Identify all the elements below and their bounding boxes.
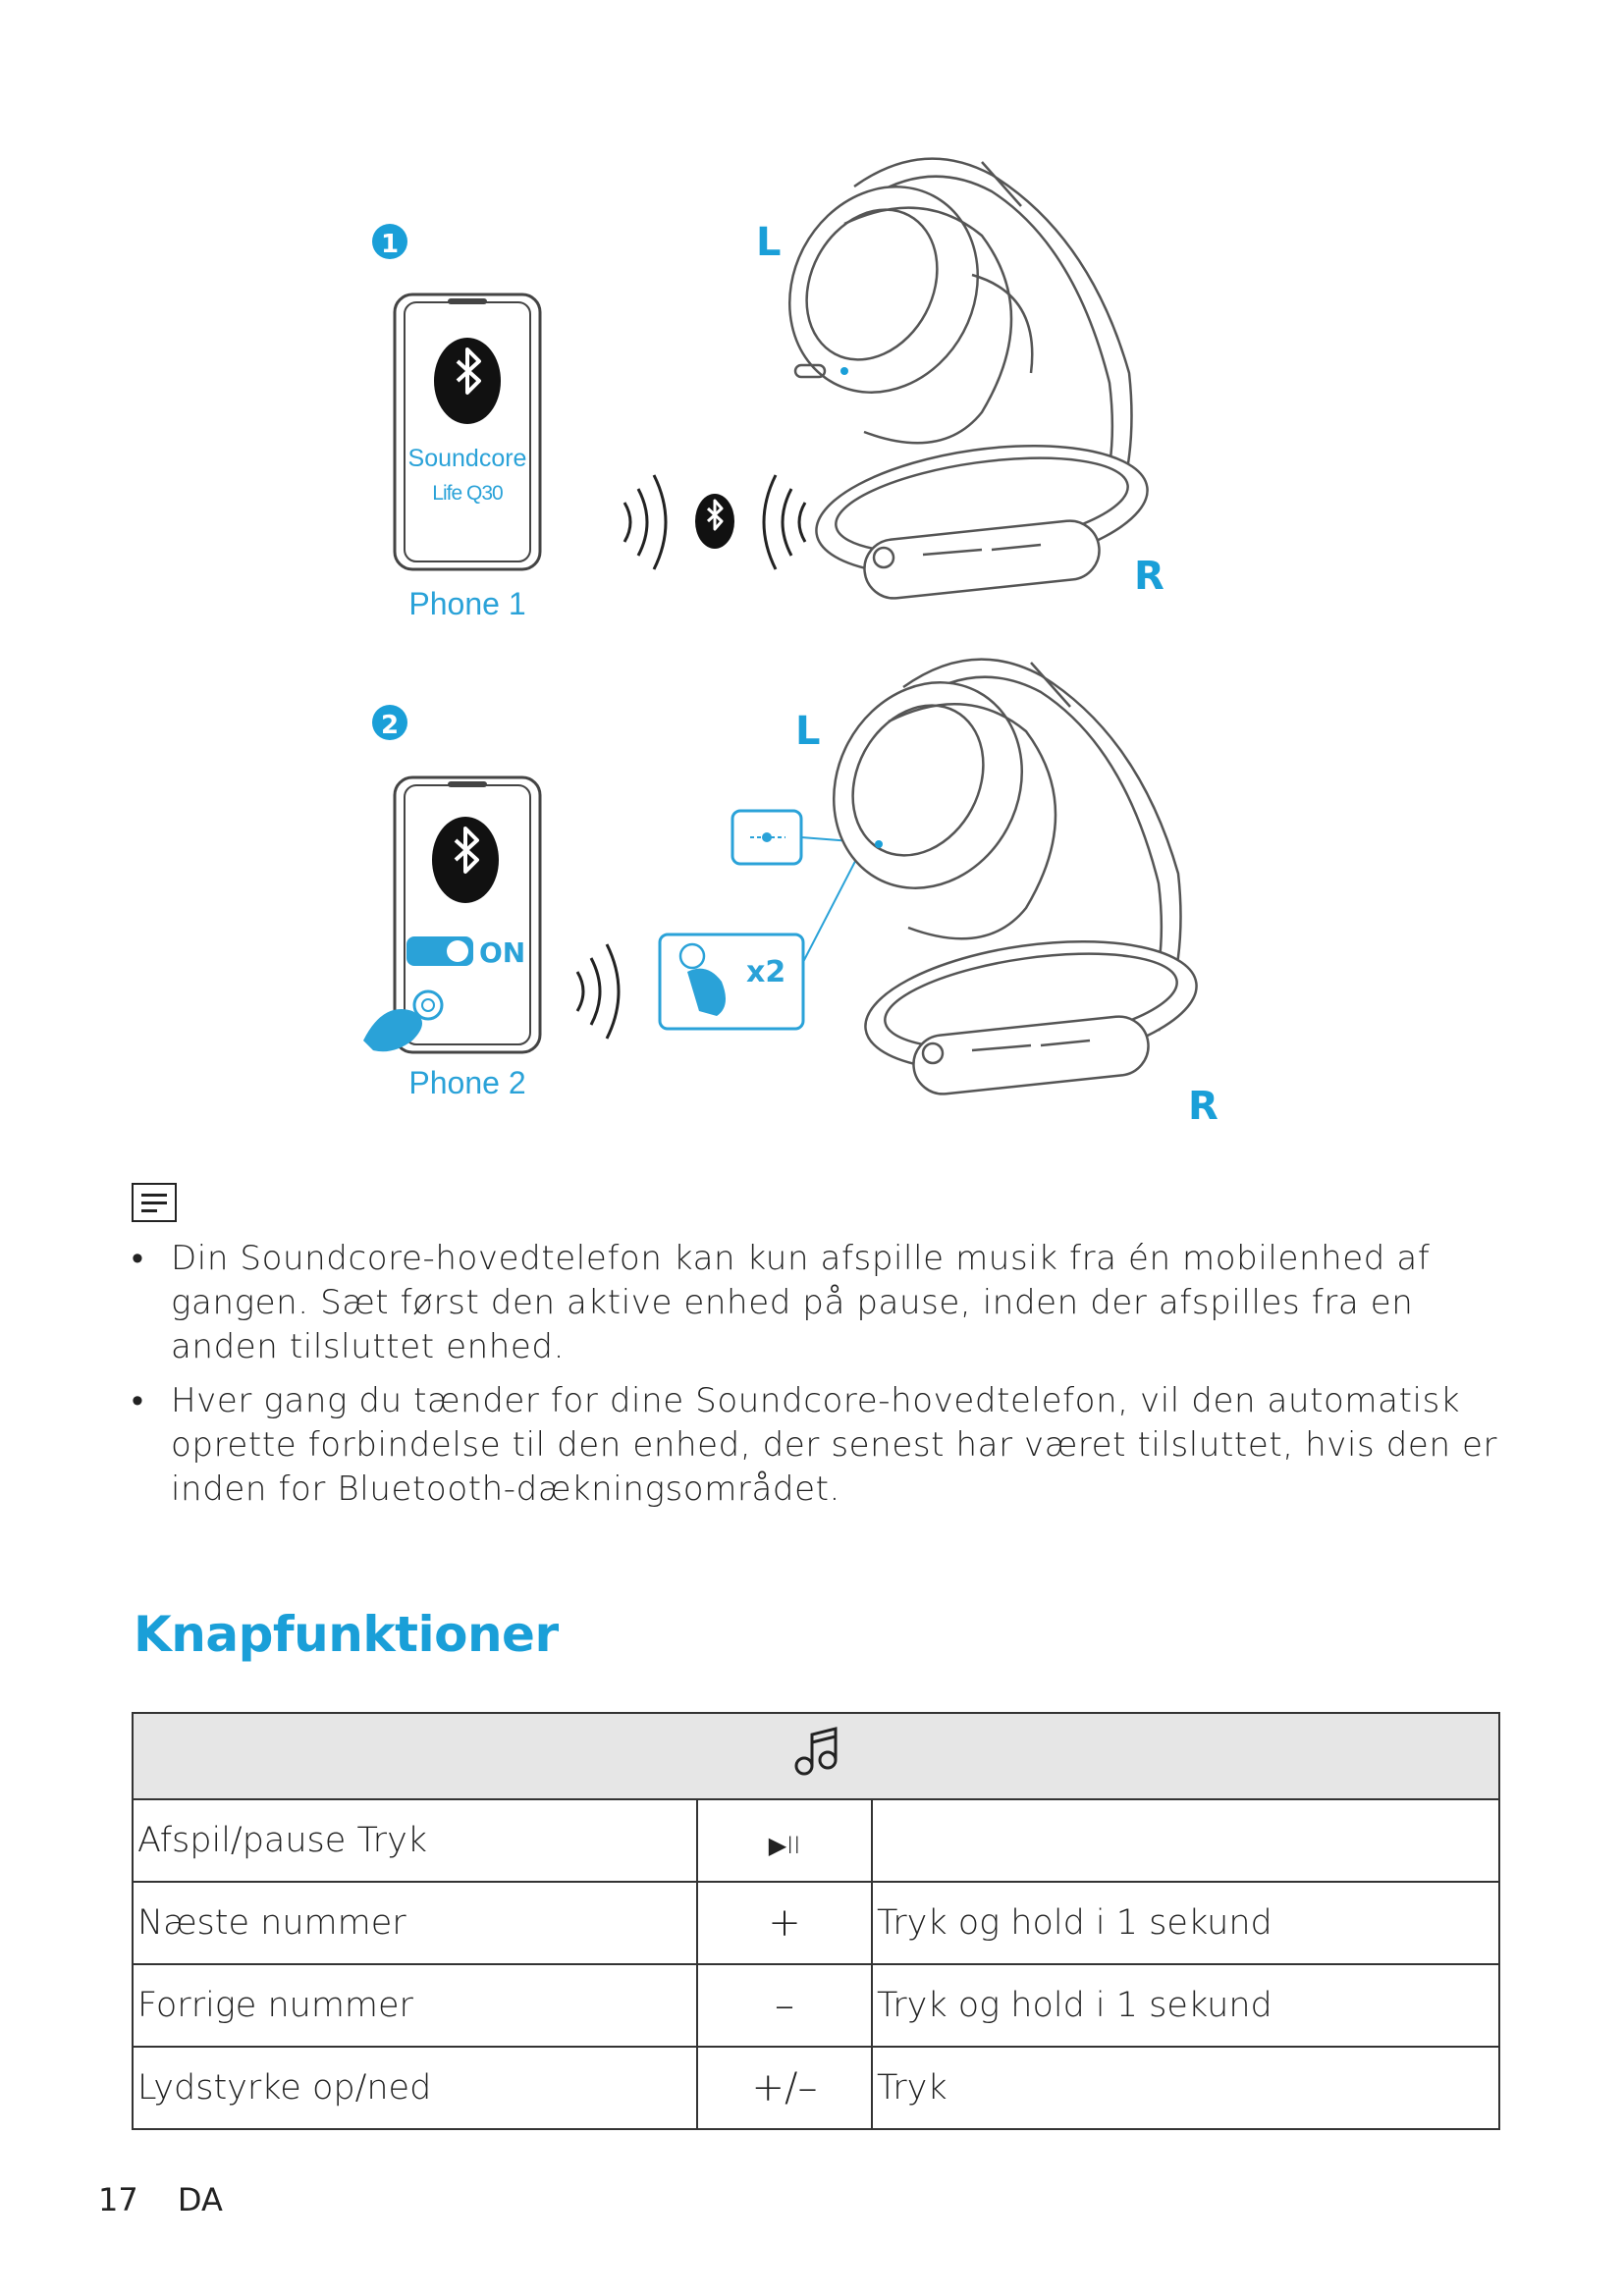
- note-text-2: Hver gang du tænder for dine Soundcore-h…: [171, 1379, 1500, 1512]
- left-label-2: L: [795, 709, 821, 754]
- phone-2: ON: [363, 777, 540, 1052]
- right-label-1: R: [1134, 554, 1164, 599]
- table-header-row: [133, 1713, 1499, 1799]
- phone-1-app-model: Life Q30: [432, 482, 503, 505]
- note-item: • Din Soundcore-hovedtelefon kan kun afs…: [126, 1237, 1500, 1369]
- section-title: Knapfunktioner: [134, 1606, 559, 1663]
- table-row: Forrige nummer – Tryk og hold i 1 sekund: [133, 1964, 1499, 2047]
- minus-icon: –: [697, 1964, 872, 2047]
- page-footer: 17 DA: [98, 2181, 252, 2218]
- action-cell: Tryk og hold i 1 sekund: [872, 1882, 1499, 1964]
- toggle-on-label: ON: [479, 936, 525, 969]
- note-icon: [132, 1183, 177, 1222]
- step-2-number: 2: [381, 711, 399, 740]
- notes-list: • Din Soundcore-hovedtelefon kan kun afs…: [126, 1237, 1500, 1522]
- button-functions-table: Afspil/pause Tryk ▶II Næste nummer + Try…: [132, 1712, 1500, 2130]
- phone-1-label: Phone 1: [408, 586, 525, 621]
- action-cell: [872, 1799, 1499, 1882]
- step-1-number: 1: [381, 230, 399, 259]
- play-pause-icon: ▶II: [697, 1799, 872, 1882]
- bluetooth-pairing-illustration: 1 Soundcore Life Q30 Phone 1: [0, 0, 1624, 1178]
- phone-2-label: Phone 2: [408, 1065, 525, 1100]
- page-number: 17: [98, 2181, 138, 2218]
- phone-1: Soundcore Life Q30: [395, 294, 540, 569]
- headphones-illustration-2: [798, 649, 1205, 1096]
- headphones-illustration-1: [754, 153, 1156, 601]
- action-cell: Tryk og hold i 1 sekund: [872, 1964, 1499, 2047]
- function-cell: Forrige nummer: [133, 1964, 697, 2047]
- bluetooth-icon: [695, 494, 734, 549]
- plus-minus-icon: +/–: [697, 2047, 872, 2129]
- language-code: DA: [178, 2181, 223, 2218]
- action-cell: Tryk: [872, 2047, 1499, 2129]
- function-cell: Næste nummer: [133, 1882, 697, 1964]
- function-cell: Afspil/pause Tryk: [133, 1799, 697, 1882]
- signal-waves-2: [577, 944, 619, 1039]
- table-row: Lydstyrke op/ned +/– Tryk: [133, 2047, 1499, 2129]
- right-label-2: R: [1188, 1084, 1218, 1129]
- plus-icon: +: [697, 1882, 872, 1964]
- music-note-icon: [792, 1727, 839, 1778]
- note-text-1: Din Soundcore-hovedtelefon kan kun afspi…: [171, 1237, 1500, 1369]
- table-row: Næste nummer + Tryk og hold i 1 sekund: [133, 1882, 1499, 1964]
- note-item: • Hver gang du tænder for dine Soundcore…: [126, 1379, 1500, 1512]
- table-header: [133, 1713, 1499, 1799]
- function-cell: Lydstyrke op/ned: [133, 2047, 697, 2129]
- left-label-1: L: [756, 220, 782, 265]
- step-1-marker: 1: [372, 224, 407, 259]
- table-row: Afspil/pause Tryk ▶II: [133, 1799, 1499, 1882]
- press-count: x2: [746, 955, 785, 989]
- double-press-callout: x2: [660, 844, 864, 1029]
- step-2-marker: 2: [372, 705, 407, 740]
- phone-1-app-name: Soundcore: [408, 445, 527, 472]
